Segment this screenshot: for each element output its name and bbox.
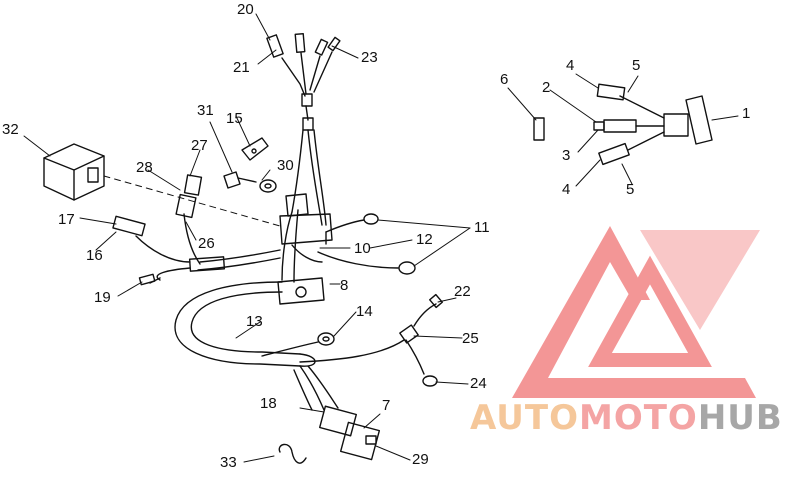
hardware-30-31-15 xyxy=(223,137,277,193)
callout-7: 7 xyxy=(382,397,391,414)
callout-31: 31 xyxy=(197,102,214,119)
callout-30: 30 xyxy=(277,157,294,174)
callout-14: 14 xyxy=(356,303,373,320)
left-branch xyxy=(112,174,281,286)
callout-19: 19 xyxy=(94,289,111,306)
relay-reference-line xyxy=(103,175,281,227)
top-connector-group xyxy=(266,32,341,131)
harness-loop-13 xyxy=(174,281,316,367)
callout-4b: 4 xyxy=(562,181,571,198)
callout-16: 16 xyxy=(86,247,103,264)
callout-12: 12 xyxy=(416,231,433,248)
callout-24: 24 xyxy=(470,375,487,392)
callout-13: 13 xyxy=(246,313,263,330)
callout-25: 25 xyxy=(462,330,479,347)
callout-3: 3 xyxy=(562,147,571,164)
ring-terminals-11-12 xyxy=(317,213,416,275)
callout-8: 8 xyxy=(340,277,349,294)
callout-17: 17 xyxy=(58,211,75,228)
callout-26: 26 xyxy=(198,235,215,252)
callout-5a: 5 xyxy=(632,57,641,74)
callout-1: 1 xyxy=(742,105,751,122)
callout-10: 10 xyxy=(354,240,371,257)
callout-23: 23 xyxy=(361,49,378,66)
callout-15: 15 xyxy=(226,110,243,127)
callout-32: 32 xyxy=(2,121,19,138)
callout-2: 2 xyxy=(542,79,551,96)
clip-33 xyxy=(278,443,307,464)
watermark-text: AUTOMOTOHUB xyxy=(470,398,783,438)
callout-11: 11 xyxy=(474,219,490,236)
switch-assembly xyxy=(533,83,713,166)
lower-branch xyxy=(299,293,443,387)
main-bundle xyxy=(277,129,333,305)
ring-terminal-14 xyxy=(261,332,335,357)
watermark-auto: AUTO xyxy=(470,398,579,438)
watermark-moto: MOTO xyxy=(578,398,698,438)
callout-20: 20 xyxy=(237,1,254,18)
leader-lines xyxy=(23,13,739,463)
callout-18: 18 xyxy=(260,395,277,412)
lower-connectors xyxy=(293,365,381,461)
callout-22: 22 xyxy=(454,283,471,300)
callout-21: 21 xyxy=(233,59,250,76)
callout-28: 28 xyxy=(136,159,153,176)
callout-33: 33 xyxy=(220,454,237,471)
callout-27: 27 xyxy=(191,137,208,154)
watermark-hub: HUB xyxy=(697,398,783,438)
callout-5b: 5 xyxy=(626,181,635,198)
relay-32 xyxy=(43,143,105,201)
callout-4a: 4 xyxy=(566,57,575,74)
callout-29: 29 xyxy=(412,451,429,468)
callout-6: 6 xyxy=(500,71,509,88)
